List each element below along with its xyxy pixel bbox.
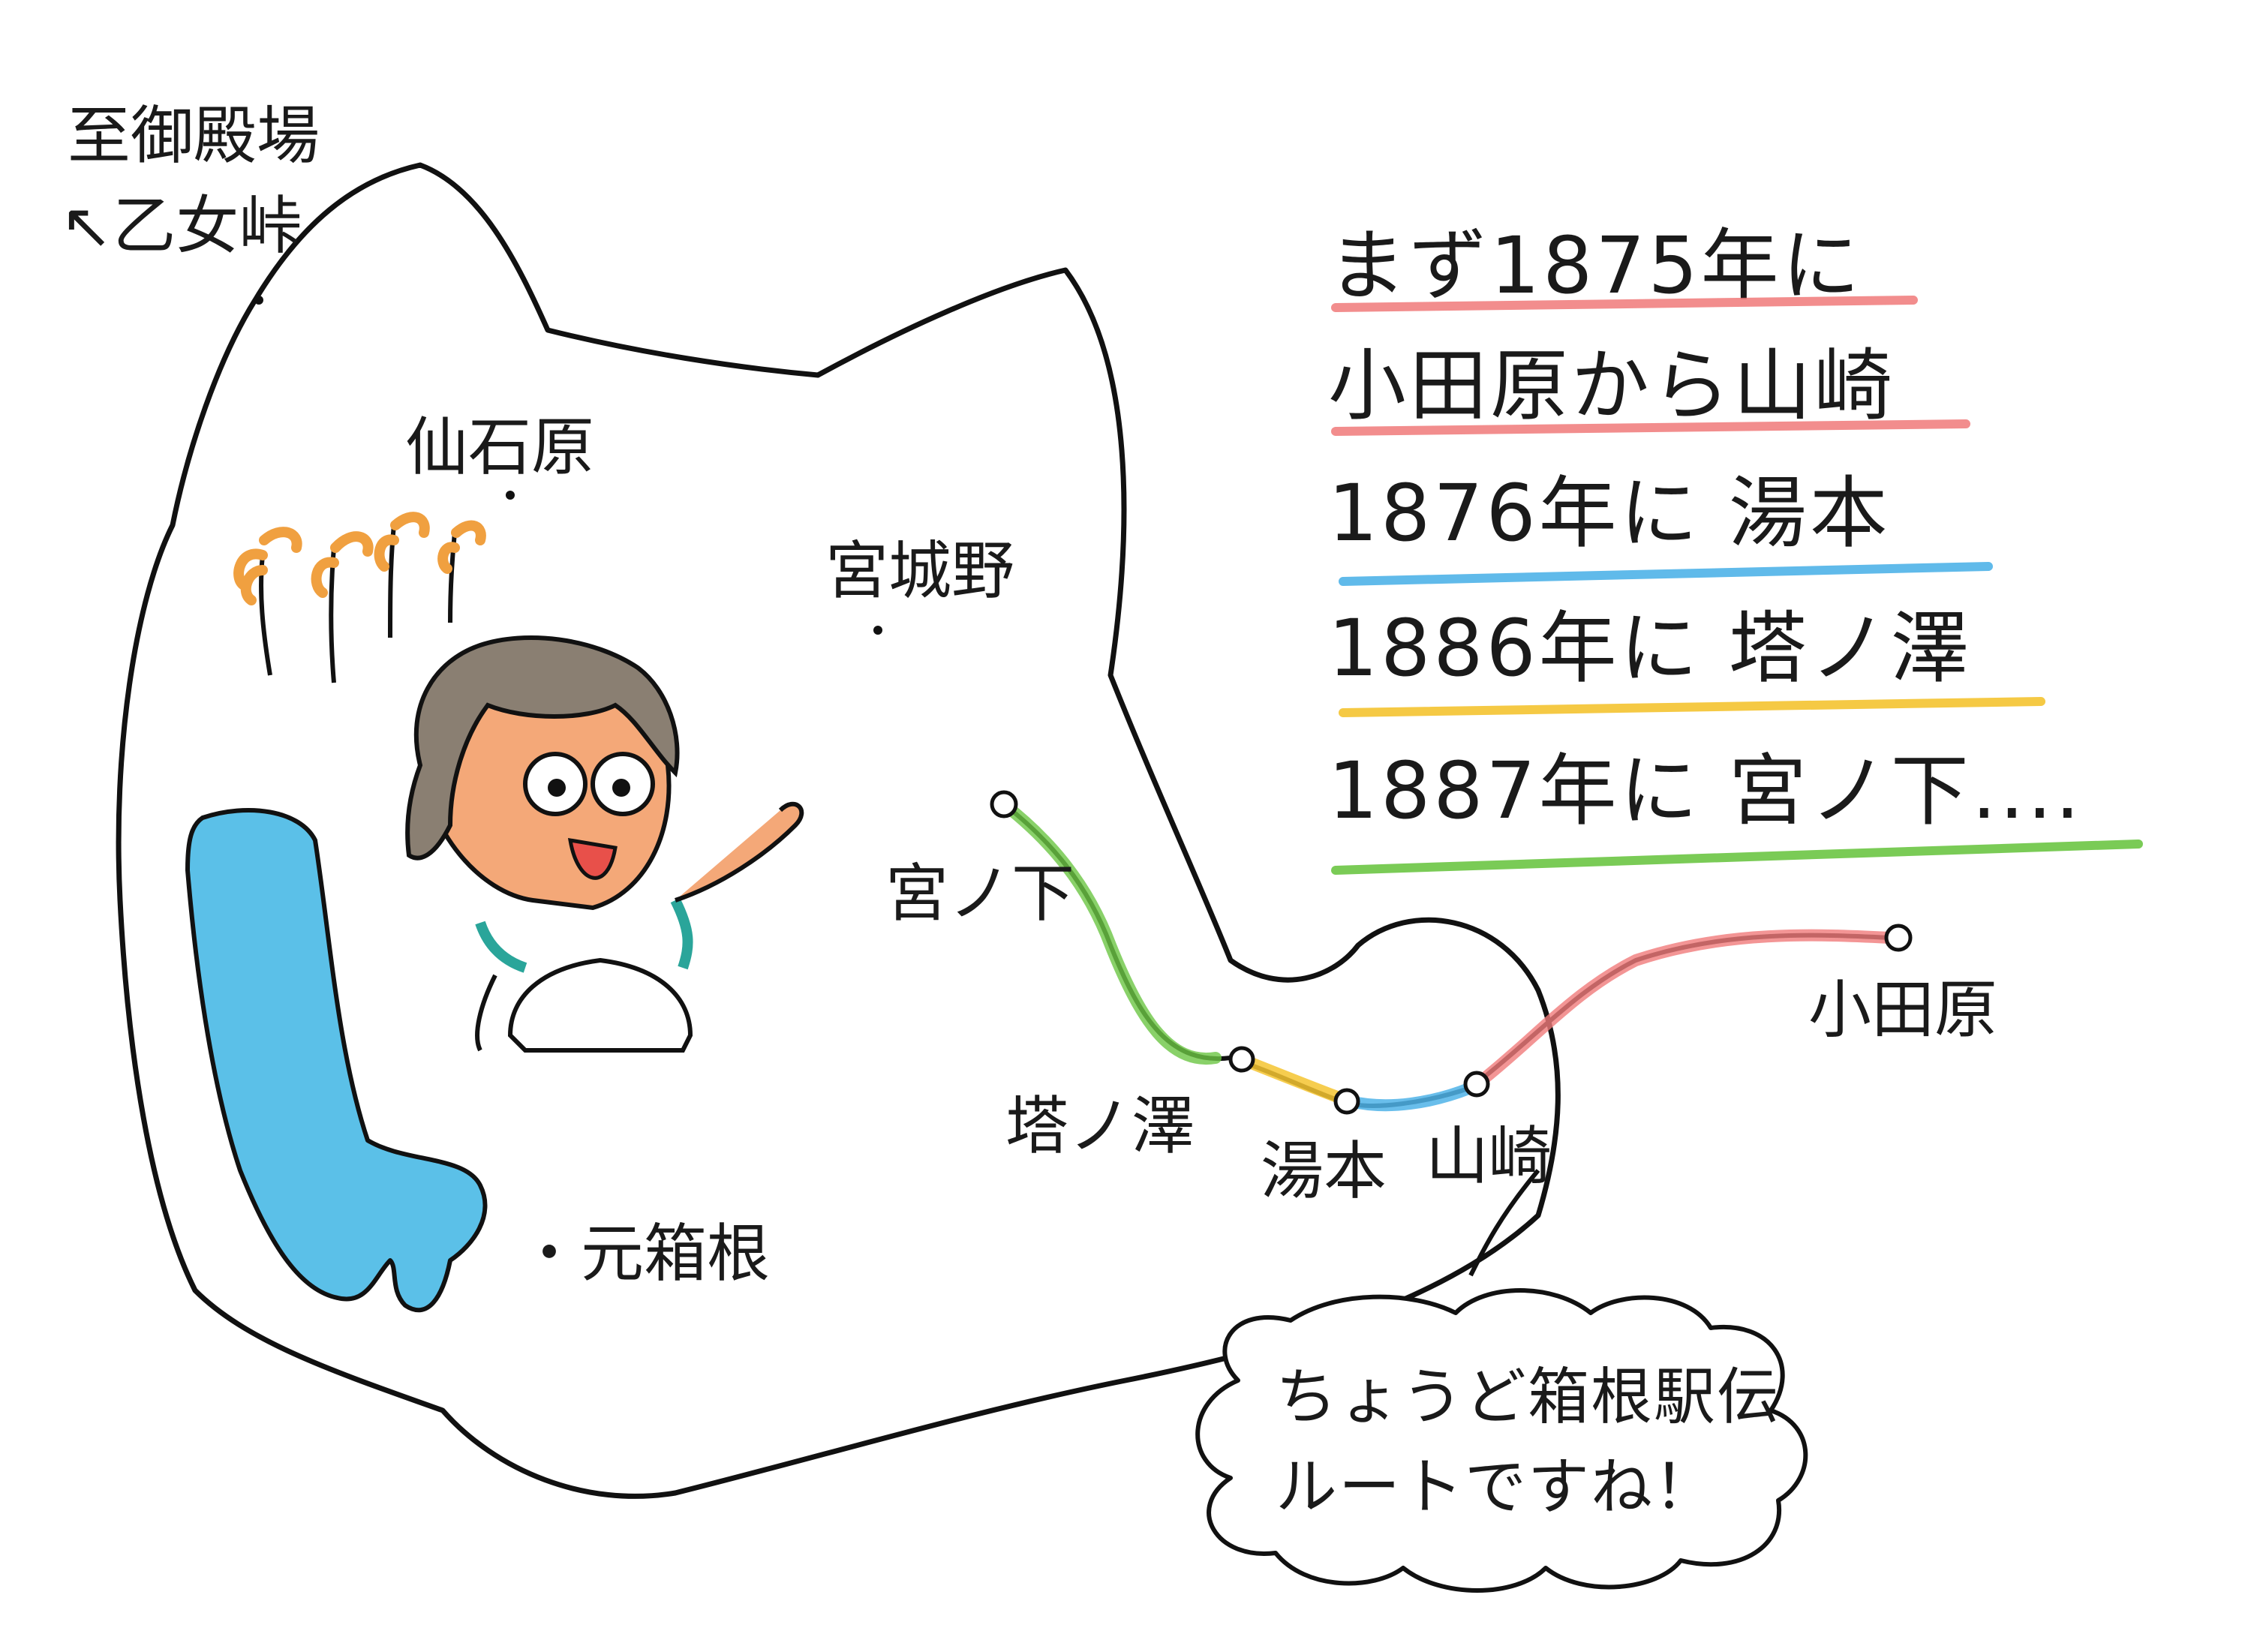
speech-line-1: ちょうど箱根駅伝 (1276, 1362, 1780, 1433)
label-otome-pass: ↖乙女峠 (60, 189, 302, 263)
station-yamazaki (1463, 1071, 1490, 1098)
station-odawara (1884, 924, 1913, 952)
label-to-gotemba: 至御殿場 (68, 99, 320, 173)
timeline-line-5: 1887年に 宮ノ下.... (1328, 745, 2083, 837)
timeline-line-3: 1876年に 湯本 (1328, 467, 1891, 559)
label-miyagino: 宮城野 (825, 534, 1014, 608)
sengokuhara-dot (506, 491, 515, 500)
route-1887 (998, 798, 1222, 1065)
route-1876 (1345, 1082, 1477, 1112)
region-outline (116, 162, 1561, 1499)
speech-bubble-tail (1468, 1169, 1540, 1277)
timeline-notes: まず1875年に 小田原から山崎 1876年に 湯本 1886年に 塔ノ澤 18… (1328, 220, 2143, 875)
label-yamazaki: 山崎 (1426, 1119, 1552, 1193)
speech-line-2: ルートですね！ (1276, 1452, 1717, 1523)
pampas-grass-icon (233, 512, 486, 683)
label-sengokuhara: 仙石原 (405, 410, 594, 484)
lake-ashi (185, 808, 488, 1313)
label-odawara: 小田原 (1808, 973, 1997, 1047)
timeline-line-2: 小田原から山崎 (1328, 340, 1895, 431)
guide-character (405, 635, 804, 1053)
route-1875 (1476, 929, 1897, 1086)
label-motohakone: ・元箱根 (518, 1217, 770, 1290)
station-tonosawa (1228, 1046, 1255, 1073)
label-yumoto: 湯本 (1261, 1134, 1387, 1208)
station-miyanoshita (990, 790, 1018, 818)
speech-bubble (1195, 1288, 1808, 1593)
miyagino-dot (873, 626, 882, 635)
timeline-line-1: まず1875年に (1328, 220, 1863, 311)
label-miyanoshita: 宮ノ下 (885, 857, 1074, 930)
otome-dot (254, 296, 263, 305)
timeline-line-4: 1886年に 塔ノ澤 (1328, 602, 1972, 694)
label-tonosawa: 塔ノ澤 (1005, 1089, 1195, 1163)
station-yumoto (1333, 1088, 1360, 1115)
